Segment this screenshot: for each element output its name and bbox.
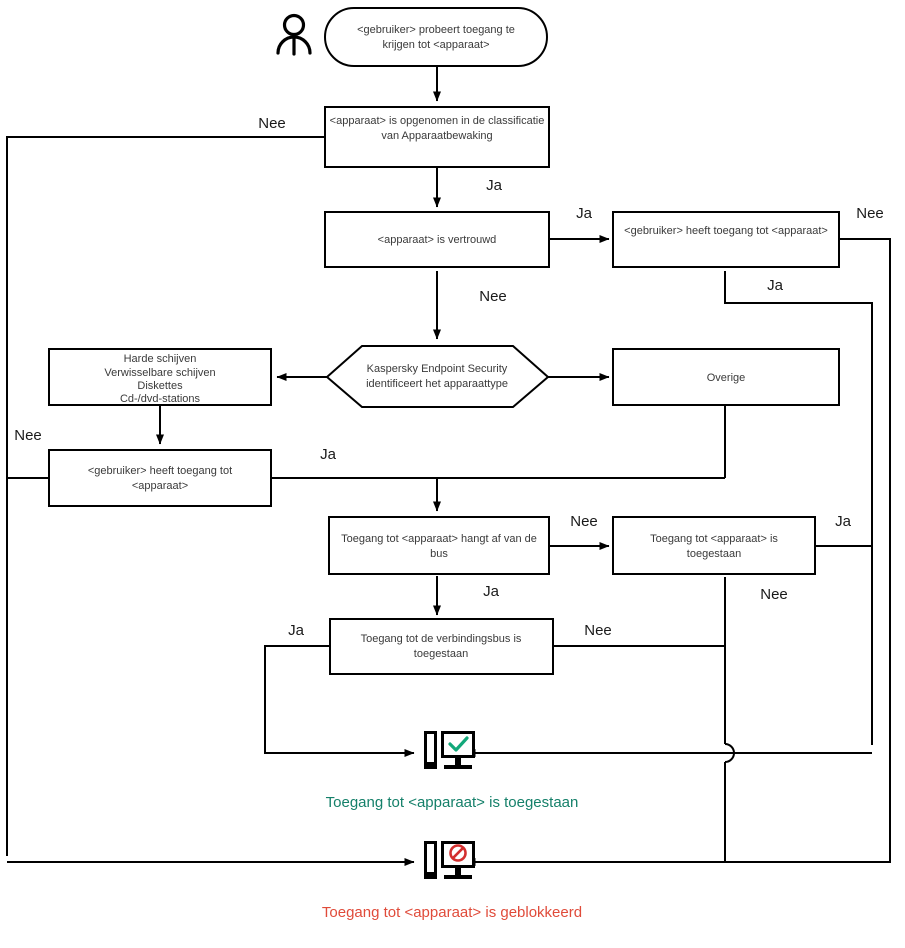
node-depends-on-bus[interactable]: Toegang tot <apparaat> hangt af van de b… <box>328 516 550 575</box>
node-drive-types-shape <box>48 348 272 406</box>
monitor-blocked-icon <box>424 841 475 879</box>
node-start-line2: krijgen tot <apparaat> <box>382 39 489 51</box>
node-start-shape <box>324 7 548 67</box>
node-classification-line2: van Apparaatbewaking <box>381 130 492 142</box>
label-trusted-no: Nee <box>479 288 507 305</box>
edge-labels: Nee Ja Ja Nee Nee Ja Nee Ja Nee Ja Ja Ne… <box>14 115 884 639</box>
edge-classification-no-left-rail <box>6 136 325 856</box>
label-device-access-no: Nee <box>760 586 788 603</box>
edge-user-access-trusted-yes-rail <box>724 271 873 745</box>
node-start-line1: <gebruiker> probeert toegang te <box>357 24 515 36</box>
node-device-access-allowed[interactable]: Toegang tot <apparaat> is toegestaan <box>612 516 816 575</box>
result-blocked-label: Toegang tot <apparaat> is geblokkeerd <box>322 904 582 921</box>
edge-bus-access-yes <box>264 645 415 757</box>
node-trusted-line1: <apparaat> is vertrouwd <box>378 234 497 246</box>
node-depends-on-bus-line1: Toegang tot <apparaat> hangt af van de <box>341 533 537 545</box>
node-bus-access-allowed[interactable]: Toegang tot de verbindingsbus is toegest… <box>329 618 554 675</box>
node-user-access-device-shape <box>48 449 272 507</box>
node-other-types-line1: Overige <box>707 372 746 384</box>
label-user-access-device-yes: Ja <box>320 446 337 463</box>
node-drive-types[interactable]: Harde schijven Verwisselbare schijven Di… <box>48 348 272 406</box>
node-drive-types-line3: Diskettes <box>137 380 183 392</box>
label-device-access-yes: Ja <box>835 513 852 530</box>
node-bus-access-allowed-shape <box>329 618 554 675</box>
result-allowed-label: Toegang tot <apparaat> is toegestaan <box>326 794 579 811</box>
node-device-access-allowed-line1: Toegang tot <apparaat> is <box>650 533 778 545</box>
node-other-types[interactable]: Overige <box>612 348 840 406</box>
edges <box>6 66 891 866</box>
label-user-access-device-no: Nee <box>14 427 42 444</box>
label-user-access-trusted-no: Nee <box>856 205 884 222</box>
node-bus-access-allowed-line1: Toegang tot de verbindingsbus is <box>361 633 522 645</box>
node-depends-on-bus-line2: bus <box>430 548 448 560</box>
node-trusted[interactable]: <apparaat> is vertrouwd <box>324 211 550 268</box>
edge-user-access-trusted-no-to-blocked <box>465 238 891 866</box>
node-device-access-allowed-line2: toegestaan <box>687 548 741 560</box>
label-depends-bus-yes: Ja <box>483 583 500 600</box>
node-trusted-shape <box>324 211 550 268</box>
node-user-access-trusted[interactable]: <gebruiker> heeft toegang tot <apparaat> <box>612 211 840 268</box>
node-identify-type[interactable]: Kaspersky Endpoint Security identificeer… <box>325 345 550 408</box>
node-other-types-shape <box>612 348 840 406</box>
label-classification-no: Nee <box>258 115 286 132</box>
node-classification[interactable]: <apparaat> is opgenomen in de classifica… <box>324 106 550 168</box>
node-depends-on-bus-shape <box>328 516 550 575</box>
node-drive-types-line4: Cd-/dvd-stations <box>120 393 201 405</box>
node-user-access-trusted-line1: <gebruiker> heeft toegang tot <apparaat> <box>624 225 828 237</box>
monitor-check-icon <box>424 731 475 769</box>
node-user-access-device-line1: <gebruiker> heeft toegang tot <box>88 465 232 477</box>
label-classification-yes: Ja <box>486 177 503 194</box>
node-identify-type-line2: identificeert het apparaattype <box>366 378 508 390</box>
node-device-access-allowed-shape <box>612 516 816 575</box>
node-drive-types-line2: Verwisselbare schijven <box>104 367 215 379</box>
label-bus-access-no: Nee <box>584 622 612 639</box>
node-user-access-device-line2: <apparaat> <box>132 480 188 492</box>
node-classification-line1: <apparaat> is opgenomen in de classifica… <box>330 115 545 127</box>
node-user-access-device[interactable]: <gebruiker> heeft toegang tot <apparaat> <box>48 449 272 507</box>
edge-line-hop <box>724 743 735 763</box>
person-icon <box>276 13 312 56</box>
node-bus-access-allowed-line2: toegestaan <box>414 648 468 660</box>
node-identify-type-shape <box>325 345 550 408</box>
node-start[interactable]: <gebruiker> probeert toegang te krijgen … <box>324 7 548 67</box>
label-bus-access-yes: Ja <box>288 622 305 639</box>
label-trusted-yes: Ja <box>576 205 593 222</box>
node-user-access-trusted-shape <box>612 211 840 268</box>
node-classification-shape <box>324 106 550 168</box>
label-user-access-trusted-yes: Ja <box>767 277 784 294</box>
node-drive-types-line1: Harde schijven <box>124 353 197 365</box>
node-identify-type-line1: Kaspersky Endpoint Security <box>367 363 508 375</box>
label-depends-bus-no: Nee <box>570 513 598 530</box>
